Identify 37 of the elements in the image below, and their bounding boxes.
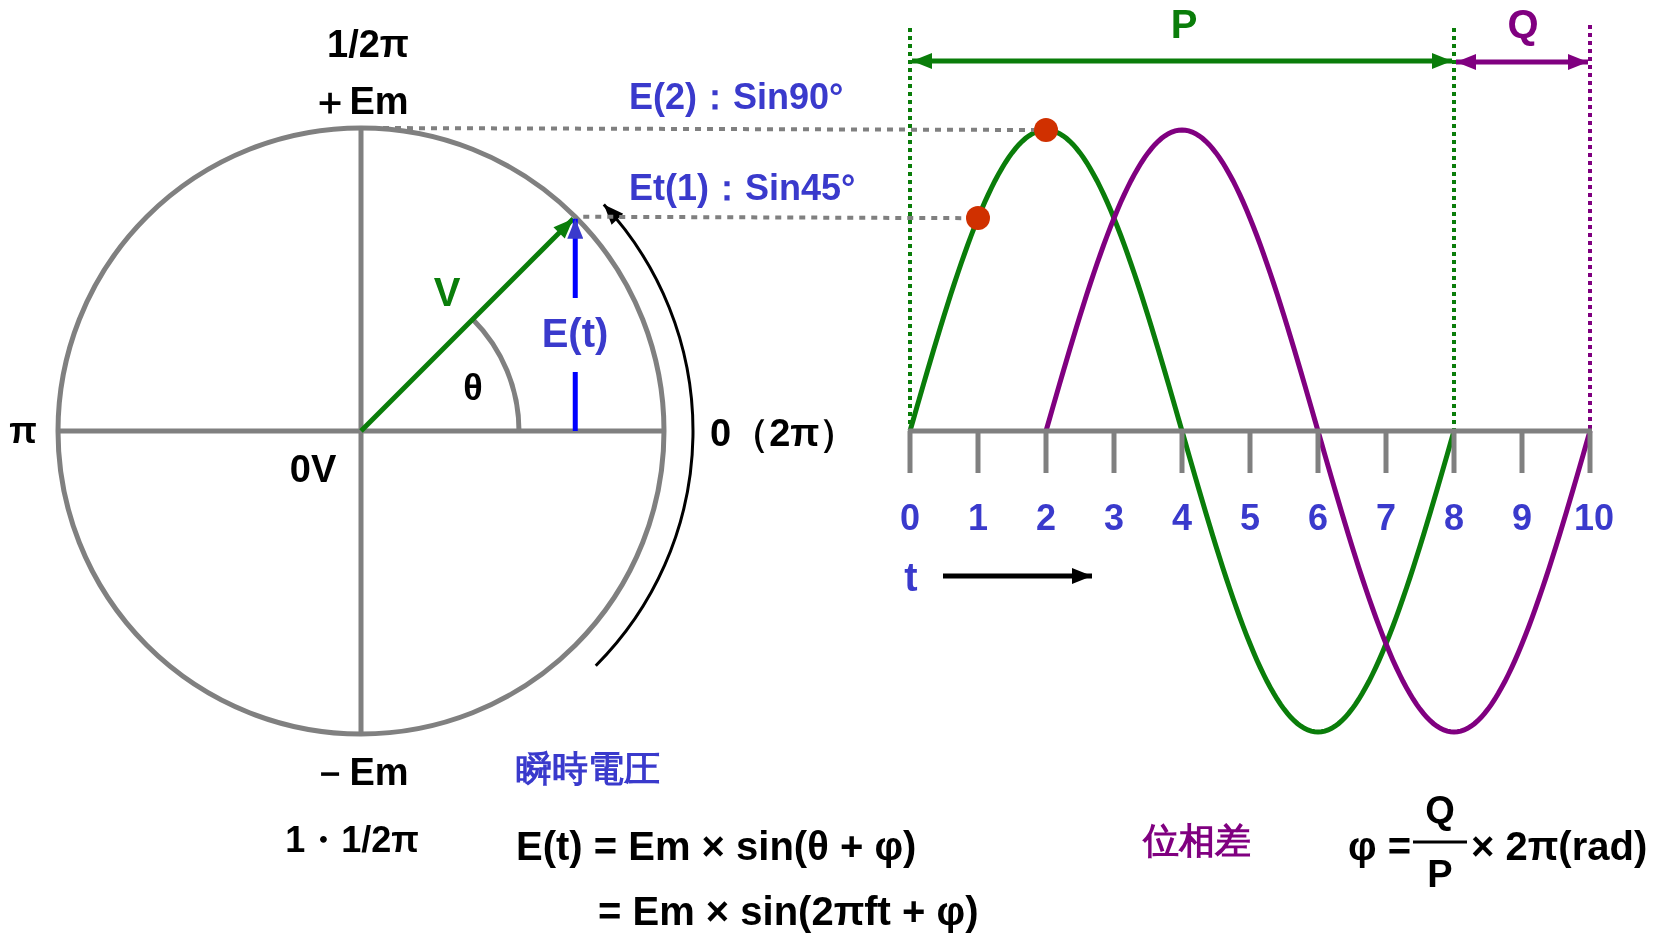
axis-label: 1/2π [327,25,409,63]
tick-label: 4 [1172,500,1192,536]
vector-label: V [433,272,461,312]
formula: = Em × sin(2πft + φ) [598,891,979,931]
tick-label: 10 [1574,500,1614,536]
tick-label: 0 [900,500,920,536]
formula: P [1427,855,1453,893]
axis-label: 0（2π） [710,414,858,452]
axis-label: ＋Em [311,82,409,120]
axis-label: 1・1/2π [285,822,419,858]
tick-label: 5 [1240,500,1260,536]
axis-label: 0V [289,450,337,488]
formula: E(t) = Em × sin(θ + φ) [516,826,917,866]
axis-label: －Em [311,753,409,791]
formula: × 2π(rad) [1471,826,1648,866]
data-point [1034,118,1058,142]
point-label: Et(1)：Sin45° [629,170,856,206]
data-point [966,206,990,231]
formula-heading: 位相差 [1143,823,1251,859]
tick-label: 1 [968,500,988,536]
formula-heading: 瞬時電圧 [516,751,660,787]
dimension-label: Q [1507,4,1539,44]
leader-line [371,126,1034,132]
point-label: E(2)：Sin90° [629,79,844,115]
axis-label: t [904,557,918,597]
tick-label: 8 [1444,500,1464,536]
tick-label: 9 [1512,500,1532,536]
tick-label: 2 [1036,500,1056,536]
formula: φ = [1348,826,1412,866]
vector-label: E(t) [541,313,609,353]
tick-label: 3 [1104,500,1124,536]
tick-label: 6 [1308,500,1328,536]
formula: Q [1425,791,1455,829]
axis-label: π [9,413,37,449]
angle-label: θ [463,370,483,406]
dimension-label: P [1170,4,1198,44]
tick-label: 7 [1376,500,1396,536]
